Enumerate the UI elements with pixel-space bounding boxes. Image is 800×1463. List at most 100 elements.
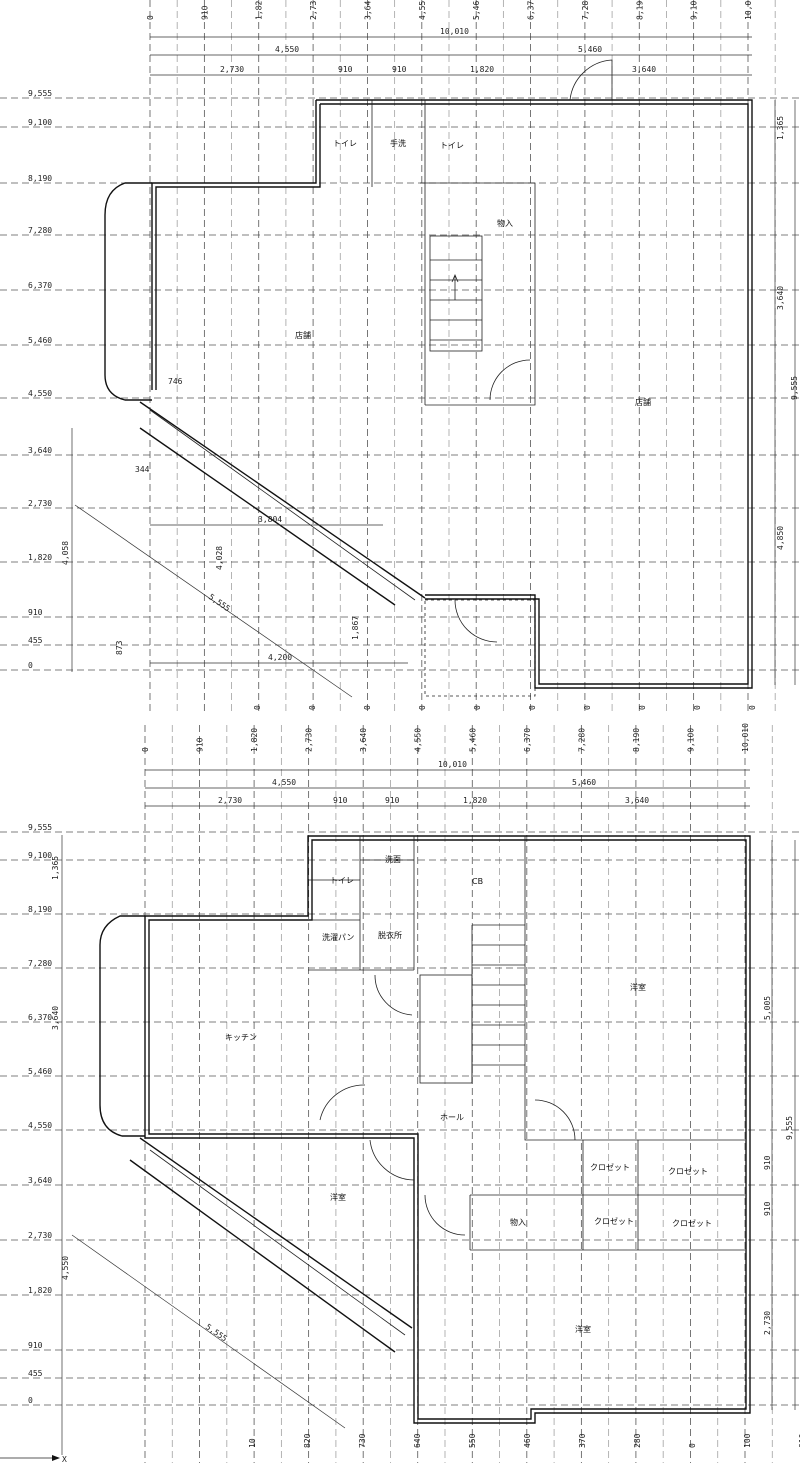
top-grid-y-label: 455 xyxy=(28,636,43,645)
top-bottom-label: 0 xyxy=(693,705,702,710)
b-oblique-wall-b xyxy=(129,1159,396,1353)
outer-wall-inner xyxy=(320,103,749,685)
b-row3-dim-d: 1,820 xyxy=(463,796,487,805)
b-room-western-oblique: 洋室 xyxy=(330,1192,346,1202)
top-grid-y-label: 910 xyxy=(28,608,43,617)
room-washbasin: 手洗 xyxy=(390,138,406,148)
bottom-bottom-label: 370 xyxy=(578,1433,587,1448)
room-store-right: 店舗 xyxy=(635,397,651,407)
b-room-kitchen: キッチン xyxy=(225,1033,257,1042)
top-bottom-label: 0 xyxy=(363,705,372,710)
dim-1867: 1,867 xyxy=(351,616,360,640)
b-room-western-ne: 洋室 xyxy=(630,982,646,992)
bottom-grid-x-label: 5,460 xyxy=(468,728,477,752)
oblique-wall-b xyxy=(139,427,396,606)
top-bottom-label: 0 xyxy=(528,705,537,710)
b-dim-5555: 5,555 xyxy=(204,1322,229,1343)
b-row2-dim-a: 4,550 xyxy=(272,778,296,787)
top-grid-y-label: 1,820 xyxy=(28,553,52,562)
outer-wall xyxy=(316,99,753,689)
top-grid-y-label: 3,640 xyxy=(28,446,52,455)
right-dim-a: 1,365 xyxy=(776,116,785,140)
bottom-grid-y-label: 1,820 xyxy=(28,1286,52,1295)
b-bay-wall xyxy=(99,915,145,1137)
row3-dim-a: 2,730 xyxy=(220,65,244,74)
row3-dim-d: 1,820 xyxy=(470,65,494,74)
b-room-western-s: 洋室 xyxy=(575,1324,591,1334)
b-overall-dim: 10,010 xyxy=(438,760,467,769)
dim-3804: 3,804 xyxy=(258,515,282,524)
stair xyxy=(429,235,483,352)
right-dim-c: 4,850 xyxy=(776,526,785,550)
second-floor-plan: 10,010 4,550 5,460 2,730 910 910 1,820 3… xyxy=(0,760,796,1463)
dim-344: 344 xyxy=(135,465,150,474)
b-room-door xyxy=(369,1139,415,1181)
bottom-grid-x-label: 3,640 xyxy=(359,728,368,752)
bottom-grid-x-label: 910 xyxy=(196,737,205,752)
top-grid-x-label: 4,55 xyxy=(418,1,427,20)
b-left-dim-b: 3,640 xyxy=(51,1006,60,1030)
bottom-grid-y-label: 0 xyxy=(28,1396,33,1405)
stair-arrow xyxy=(451,273,459,300)
b-room-washstand: 洗面 xyxy=(385,854,401,864)
row3-dim-e: 3,640 xyxy=(632,65,656,74)
side-door xyxy=(454,599,498,643)
shop-wall xyxy=(151,100,317,390)
bottom-grid-x-label: 0 xyxy=(141,747,150,752)
oblique-wall-c xyxy=(149,409,416,601)
x-axis-arrow xyxy=(52,1455,60,1461)
b-dressing-door xyxy=(374,974,413,1016)
bottom-bottom-label: 100 xyxy=(743,1433,752,1448)
top-grid-y-label: 2,730 xyxy=(28,499,52,508)
top-bottom-label: 0 xyxy=(418,705,427,710)
bottom-grid-y-label: 3,640 xyxy=(28,1176,52,1185)
dim-4200: 4,200 xyxy=(268,653,292,662)
top-bottom-label: 0 xyxy=(473,705,482,710)
b-stair-treads xyxy=(471,924,525,1083)
b-right-dim-d: 2,730 xyxy=(763,1311,772,1335)
left-dim-b: 873 xyxy=(115,640,124,655)
top-grid-x-label: 2,73 xyxy=(309,1,318,20)
dim-5555: 5,555 xyxy=(207,592,232,613)
b-room-hall: ホール xyxy=(440,1113,464,1122)
b-dim-5555-line xyxy=(71,1234,346,1429)
bottom-grid-x-label: 6,370 xyxy=(523,728,532,752)
top-grid-x-label: 6,37 xyxy=(527,1,536,20)
b-row2-dim-b: 5,460 xyxy=(572,778,596,787)
top-grid-x-label: 5,46 xyxy=(472,1,481,20)
bottom-bottom-label: 10 xyxy=(248,1438,257,1448)
top-grid-x-label: 1,82 xyxy=(255,1,264,20)
b-right-dim-c: 910 xyxy=(763,1201,772,1216)
shop-wall-inner xyxy=(155,104,321,390)
oblique-wall-a xyxy=(139,401,426,599)
b-stair xyxy=(419,974,473,1084)
storage-door xyxy=(489,359,531,401)
porch xyxy=(424,599,536,697)
top-grid-x-label: 10,01 xyxy=(744,0,753,20)
top-bottom-label: 0 xyxy=(253,705,262,710)
b-room-closet2: クロゼット xyxy=(668,1166,708,1176)
bottom-grid-y-label: 455 xyxy=(28,1369,43,1378)
top-grid-y-label: 5,460 xyxy=(28,336,52,345)
room-toilet2: トイレ xyxy=(440,141,464,150)
b-left-dim-a: 1,365 xyxy=(51,856,60,880)
stair-treads xyxy=(430,259,482,341)
top-bottom-label: 0 xyxy=(308,705,317,710)
bottom-grid-y-label: 9,100 xyxy=(28,851,52,860)
bottom-grid-y-label: 9,555 xyxy=(28,823,52,832)
top-grid-x-label: 8,19 xyxy=(635,1,644,20)
b-outer-wall-inner xyxy=(148,839,747,1420)
left-dim-a: 4,058 xyxy=(61,541,70,565)
b-room-laundry-pan: 洗濯パン xyxy=(322,932,354,942)
bottom-grid-y-label: 4,550 xyxy=(28,1121,52,1130)
b-left-dim-c: 4,550 xyxy=(61,1256,70,1280)
b-row3-dim-a: 2,730 xyxy=(218,796,242,805)
top-grid-x-label: 9,10 xyxy=(690,1,699,20)
bottom-bottom-label: 550 xyxy=(468,1433,477,1448)
bottom-grid-x-label: 7,280 xyxy=(577,728,586,752)
row3-dim-b: 910 xyxy=(338,65,353,74)
b-room-cb: CB xyxy=(472,877,483,886)
